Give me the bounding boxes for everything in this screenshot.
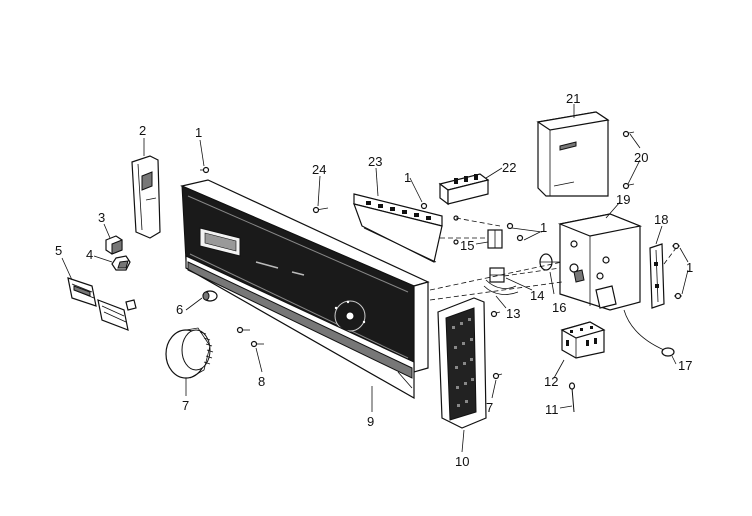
timer-knob — [165, 327, 214, 379]
callout-22: 22 — [502, 160, 516, 175]
callout-7-right: 7 — [486, 400, 493, 415]
switch-assembly — [483, 229, 560, 295]
side-rail — [649, 243, 665, 309]
callout-5: 5 — [55, 243, 62, 258]
timer-motor — [557, 213, 643, 311]
switch-strip — [67, 277, 137, 331]
callout-3: 3 — [98, 210, 105, 225]
callout-9: 9 — [367, 414, 374, 429]
callout-24: 24 — [312, 162, 326, 177]
callout-6: 6 — [176, 302, 183, 317]
callout-4: 4 — [86, 247, 93, 262]
callout-1-top-left: 1 — [195, 125, 202, 140]
callout-13: 13 — [506, 306, 520, 321]
terminal-block — [560, 321, 606, 359]
callout-18: 18 — [654, 212, 668, 227]
leader-lines — [61, 104, 689, 453]
connector-block — [438, 173, 490, 206]
vent-grille — [437, 297, 487, 429]
callout-10: 10 — [455, 454, 469, 469]
assembly-lines — [429, 217, 677, 301]
callout-21: 21 — [566, 91, 580, 106]
callout-16: 16 — [552, 300, 566, 315]
end-bracket — [131, 155, 161, 239]
switch-bracket — [353, 193, 443, 263]
callout-19: 19 — [616, 192, 630, 207]
control-panel — [180, 179, 430, 400]
callout-1-right: 1 — [540, 220, 547, 235]
callout-1-middle: 1 — [404, 170, 411, 185]
plug — [202, 290, 218, 302]
power-cord — [623, 309, 675, 357]
callout-23: 23 — [368, 154, 382, 169]
timer-cover — [536, 111, 610, 197]
callout-12: 12 — [544, 374, 558, 389]
callout-8: 8 — [258, 374, 265, 389]
callout-15: 15 — [460, 238, 474, 253]
callout-17: 17 — [678, 358, 692, 373]
small-knob-piece — [111, 255, 131, 271]
small-block — [105, 235, 123, 255]
callout-1-far-right: 1 — [686, 260, 693, 275]
callout-2: 2 — [139, 123, 146, 138]
callout-14: 14 — [530, 288, 544, 303]
wire-terminal — [568, 382, 576, 413]
callout-20: 20 — [634, 150, 648, 165]
callout-11: 11 — [545, 402, 559, 417]
callout-labels: 1 2 3 4 5 6 7 8 9 10 7 24 23 1 22 1 15 1… — [55, 91, 693, 469]
callout-7-knob: 7 — [182, 398, 189, 413]
